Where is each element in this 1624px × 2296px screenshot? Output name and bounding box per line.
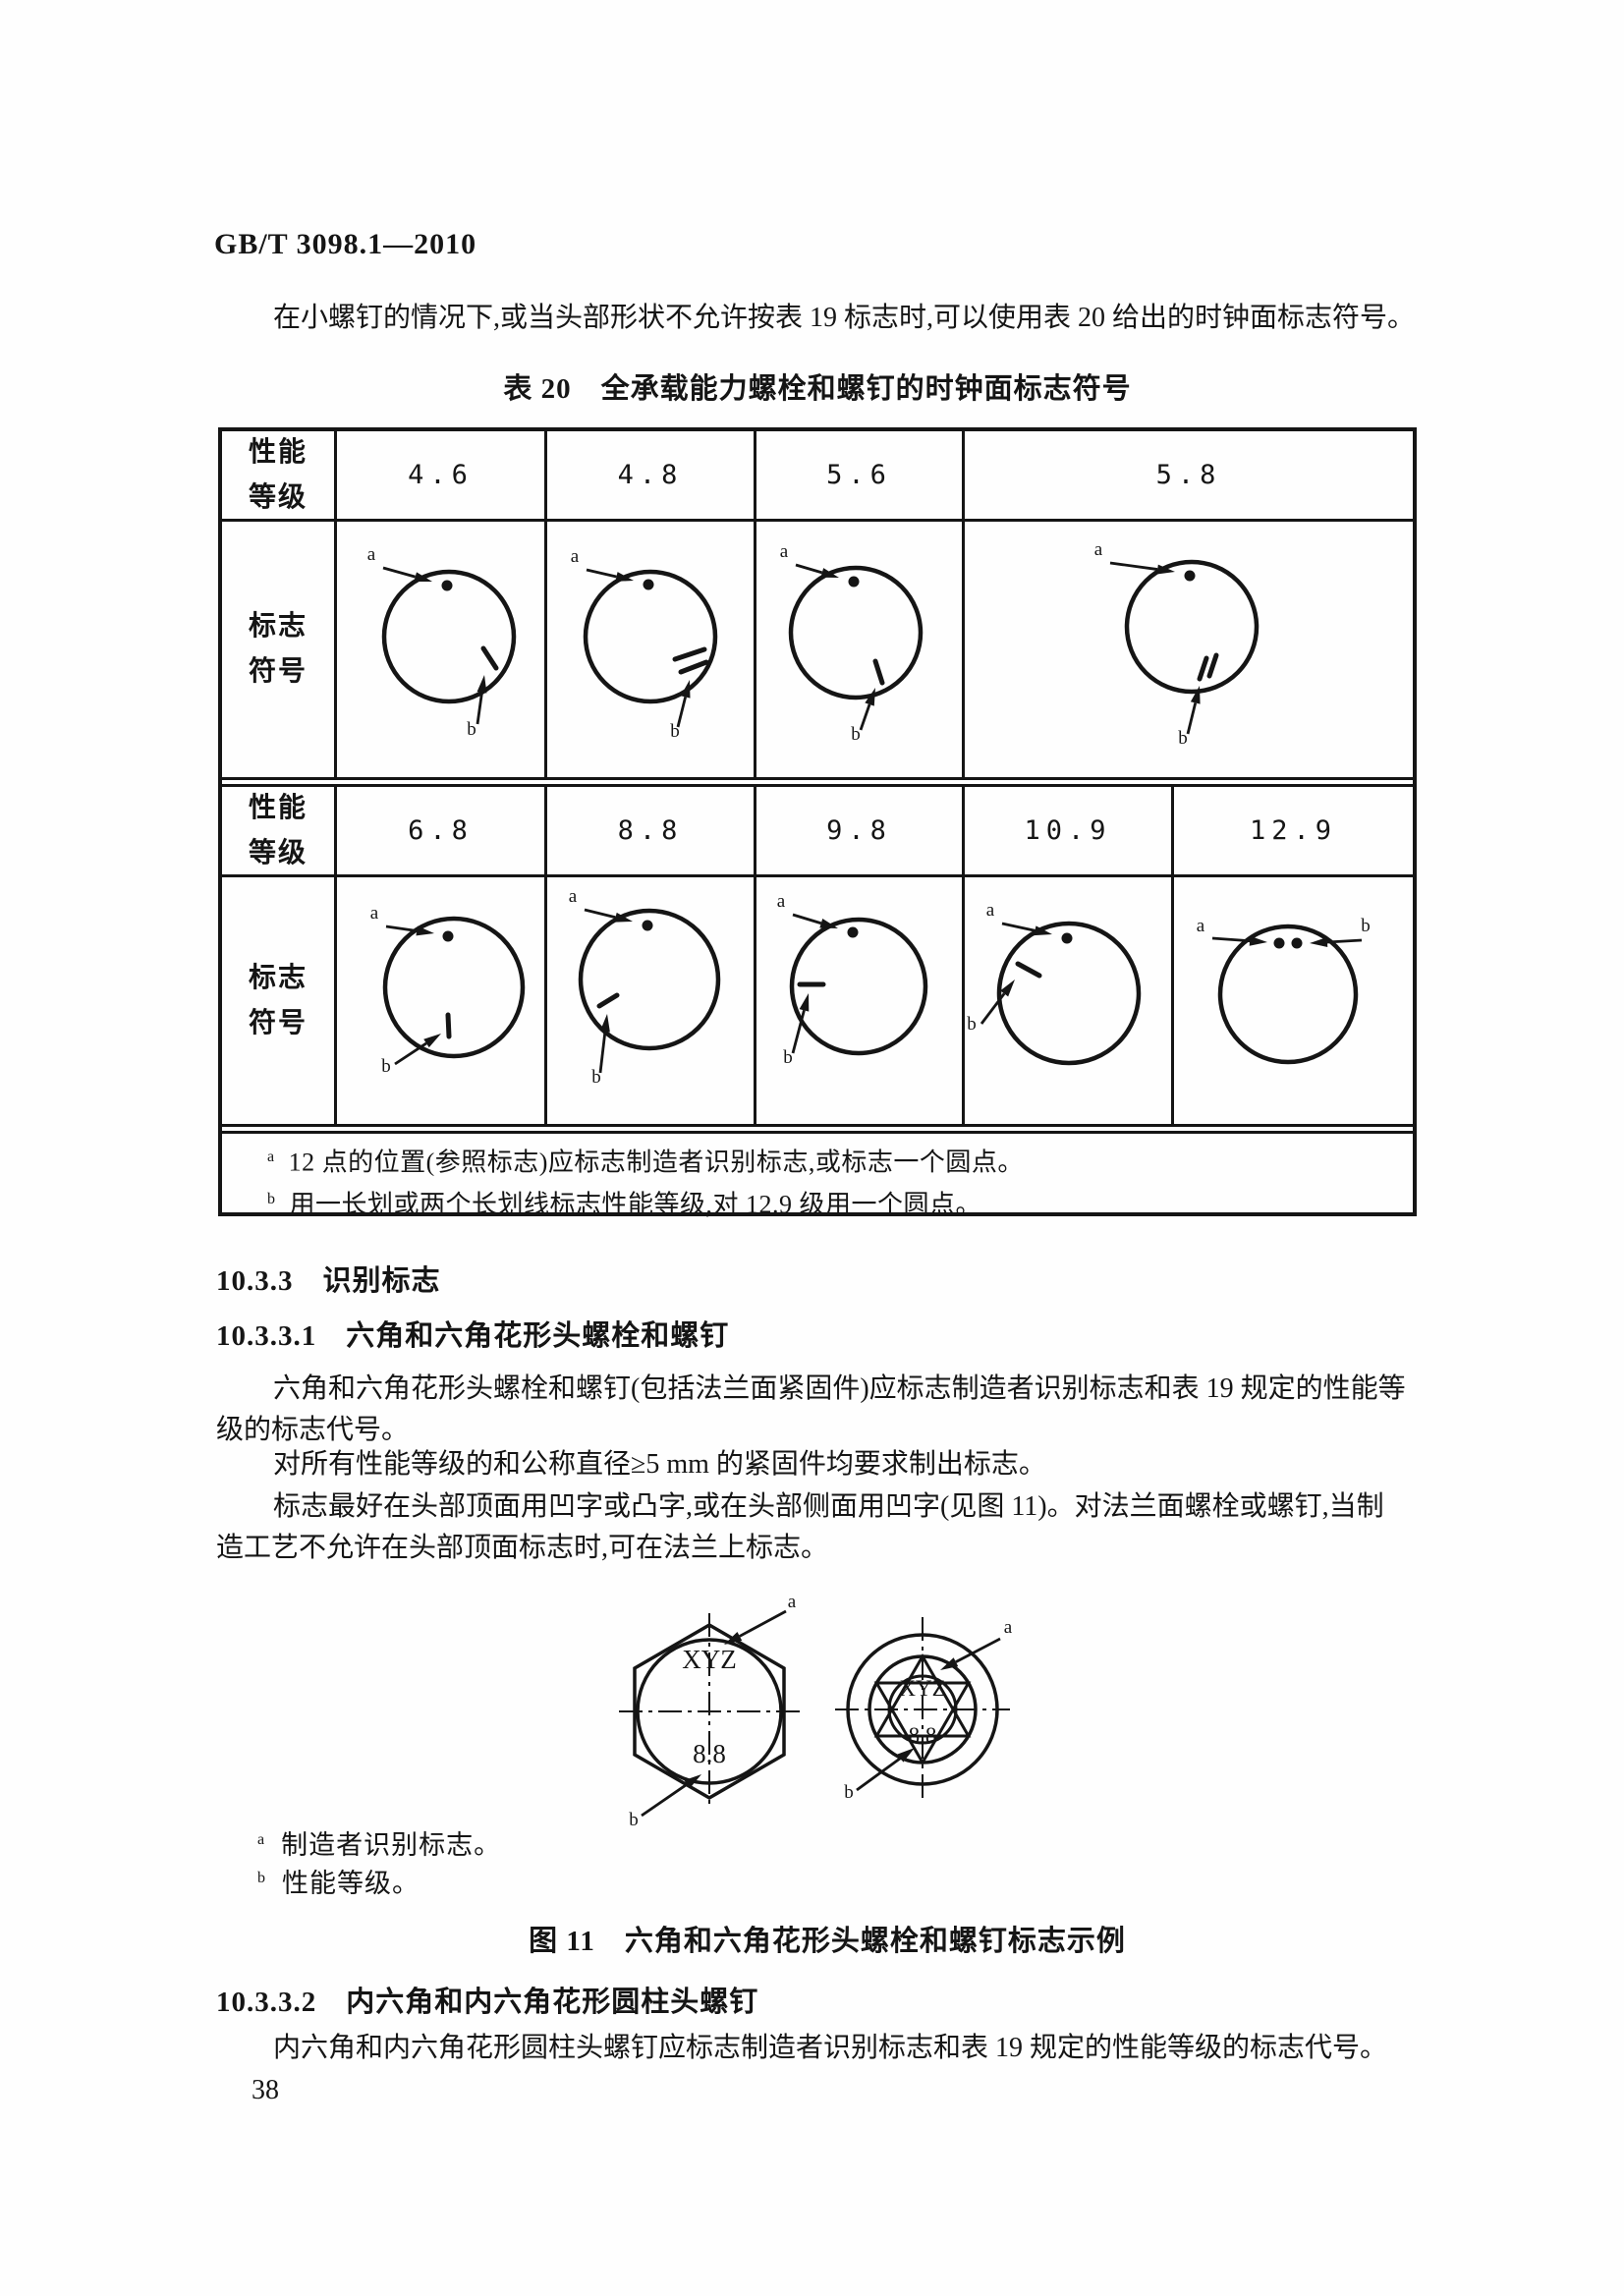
symbol-cell-4.6	[337, 522, 547, 777]
row-label-performance-class: 性能 等级	[222, 787, 337, 877]
figure-caption: 图 11 六角和六角花形头螺栓和螺钉标志示例	[529, 1926, 1126, 1957]
svg-text:b: b	[629, 1810, 639, 1830]
clock-face-circle-5.6	[788, 565, 924, 700]
row-label-marking-symbol: 标志 符号	[222, 522, 337, 777]
class-cell: 5.6	[756, 431, 965, 522]
svg-text:a: a	[780, 541, 789, 562]
hex-head-outline	[633, 1622, 786, 1801]
svg-text:b: b	[381, 1056, 391, 1077]
svg-text:a: a	[569, 886, 578, 907]
svg-text:a: a	[1094, 539, 1103, 560]
symbol-cell-10.9	[965, 877, 1174, 1124]
table-top-half: 性能 等级 4.6 4.8 5.6 5.8 标志 符号	[222, 431, 1413, 777]
svg-text:a: a	[370, 903, 379, 924]
table-20: 性能 等级 4.6 4.8 5.6 5.8 标志 符号 性能 等级 6.8	[218, 427, 1417, 1218]
svg-text:b: b	[844, 1782, 854, 1803]
svg-text:a: a	[1004, 1617, 1013, 1638]
svg-text:a: a	[571, 546, 580, 567]
svg-text:a: a	[1197, 916, 1205, 936]
table-bottom-half: 性能 等级 6.8 8.8 9.8 10.9 12.9 标志 符号	[222, 787, 1413, 1124]
torx-star-triangle-down	[873, 1681, 972, 1765]
clock-face-circle-8.8	[578, 908, 721, 1051]
class-cell: 8.8	[547, 787, 756, 877]
clock-face-circle-4.6	[381, 569, 517, 704]
symbol-cell-5.6	[756, 522, 965, 777]
reference-dot-9.8	[847, 926, 859, 938]
reference-dot-8.8	[642, 920, 653, 931]
svg-text:b: b	[783, 1047, 793, 1068]
intro-paragraph: 在小螺钉的情况下,或当头部形状不允许按表 19 标志时,可以使用表 20 给出的…	[273, 303, 1416, 333]
class-cell: 12.9	[1174, 787, 1413, 877]
svg-text:b: b	[467, 719, 476, 740]
hex-manufacturer-mark: XYZ	[682, 1645, 737, 1674]
row-label-marking-symbol: 标志 符号	[222, 877, 337, 1124]
table-title: 表 20 全承载能力螺栓和螺钉的时钟面标志符号	[503, 373, 1132, 405]
svg-text:a: a	[986, 900, 995, 921]
clock-face-circle-4.8	[583, 569, 718, 704]
double-rule	[222, 777, 1413, 787]
symbol-cell-4.8	[547, 522, 756, 777]
reference-dot-10.9	[1061, 932, 1073, 944]
paragraph-2: 对所有性能等级的和公称直径≥5 mm 的紧固件均要求制出标志。	[273, 1449, 1046, 1480]
torx-manufacturer-mark: XYZ	[899, 1676, 945, 1701]
torx-class-mark: 8.8	[909, 1723, 937, 1748]
class-cell: 4.8	[547, 431, 756, 522]
clock-face-circle-10.9	[996, 921, 1142, 1066]
class-cell: 9.8	[756, 787, 965, 877]
svg-text:a: a	[788, 1592, 797, 1612]
svg-text:b: b	[591, 1067, 601, 1088]
svg-text:b: b	[670, 721, 680, 742]
class-dot-12.9	[1291, 937, 1303, 949]
class-cell: 4.6	[337, 431, 547, 522]
symbol-cell-8.8	[547, 877, 756, 1124]
reference-dot-4.6	[441, 580, 453, 591]
class-cell: 10.9	[965, 787, 1174, 877]
row-label-performance-class: 性能 等级	[222, 431, 337, 522]
svg-text:b: b	[851, 724, 861, 745]
class-cell: 6.8	[337, 787, 547, 877]
svg-text:a: a	[367, 544, 376, 565]
clock-face-circle-12.9	[1217, 924, 1359, 1065]
reference-dot-4.8	[643, 579, 654, 590]
symbol-cell-6.8	[337, 877, 547, 1124]
svg-text:a: a	[777, 891, 786, 912]
clock-face-circle-6.8	[382, 916, 526, 1059]
symbol-cell-9.8	[756, 877, 965, 1124]
svg-text:b: b	[1178, 728, 1188, 749]
clock-face-circle-9.8	[789, 917, 928, 1056]
hex-class-mark: 8.8	[693, 1739, 726, 1768]
paragraph-3: 标志最好在头部顶面用凹字或凸字,或在头部侧面用凹字(见图 11)。对法兰面螺栓或…	[216, 1491, 1384, 1563]
class-cell: 5.8	[965, 431, 1413, 522]
reference-dot-5.8	[1184, 570, 1196, 582]
svg-text:b: b	[1361, 916, 1371, 936]
reference-dot-6.8	[442, 930, 454, 942]
reference-dot-5.6	[848, 576, 860, 588]
double-rule	[222, 1124, 1413, 1134]
standard-number: GB/T 3098.1—2010	[214, 228, 477, 260]
paragraph-1: 六角和六角花形头螺栓和螺钉(包括法兰面紧固件)应标志制造者识别标志和表 19 规…	[216, 1373, 1406, 1445]
paragraph-4: 内六角和内六角花形圆柱头螺钉应标志制造者识别标志和表 19 规定的性能等级的标志…	[273, 2033, 1388, 2063]
svg-text:b: b	[967, 1014, 977, 1035]
reference-dot-12.9	[1273, 937, 1285, 949]
page-number: 38	[252, 2075, 279, 2105]
clock-face-circle-5.8	[1124, 559, 1260, 695]
